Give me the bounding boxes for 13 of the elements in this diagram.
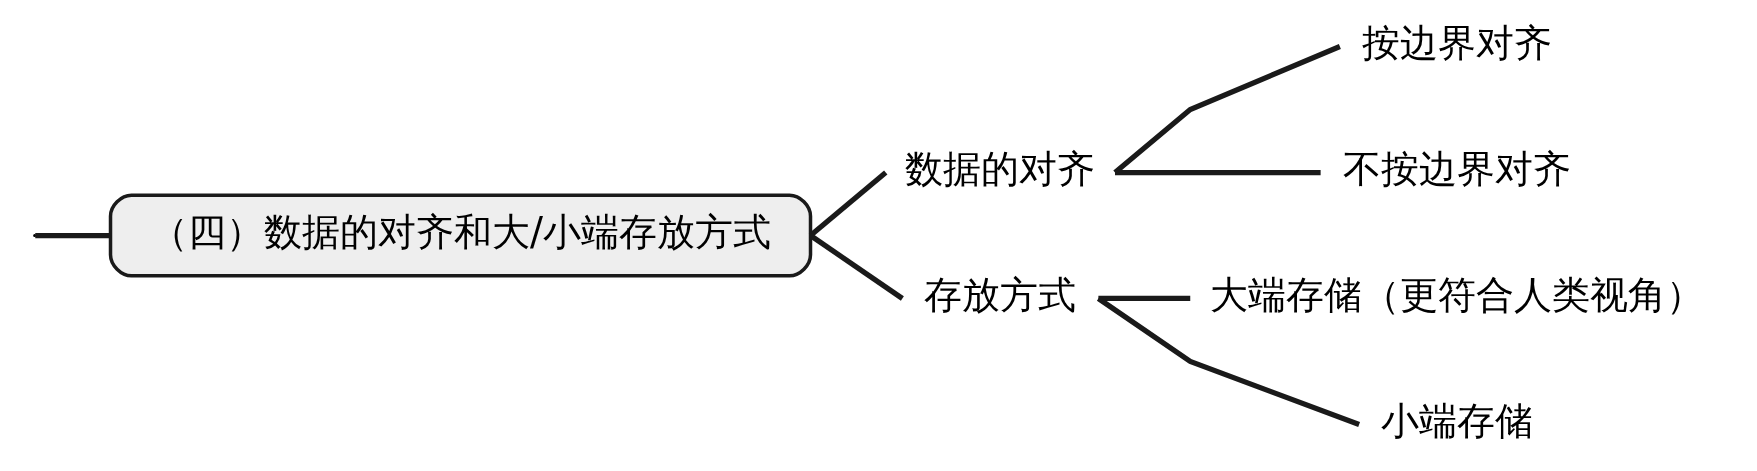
node-text: 不按边界对齐 xyxy=(1342,146,1571,192)
node-text: 小端存储 xyxy=(1380,398,1533,444)
node-text: 大端存储（更符合人类视角） xyxy=(1209,272,1704,318)
connector xyxy=(1114,169,1321,176)
connector xyxy=(34,232,110,239)
connector xyxy=(808,170,887,238)
connector xyxy=(1097,295,1190,302)
connector xyxy=(1112,44,1341,175)
node-text: 数据的对齐 xyxy=(904,146,1095,192)
connector xyxy=(1096,296,1360,427)
node-text: 存放方式 xyxy=(923,272,1076,318)
node-text: 按边界对齐 xyxy=(1361,20,1552,66)
node-box: （四）数据的对齐和大/小端存放方式 xyxy=(108,193,812,278)
